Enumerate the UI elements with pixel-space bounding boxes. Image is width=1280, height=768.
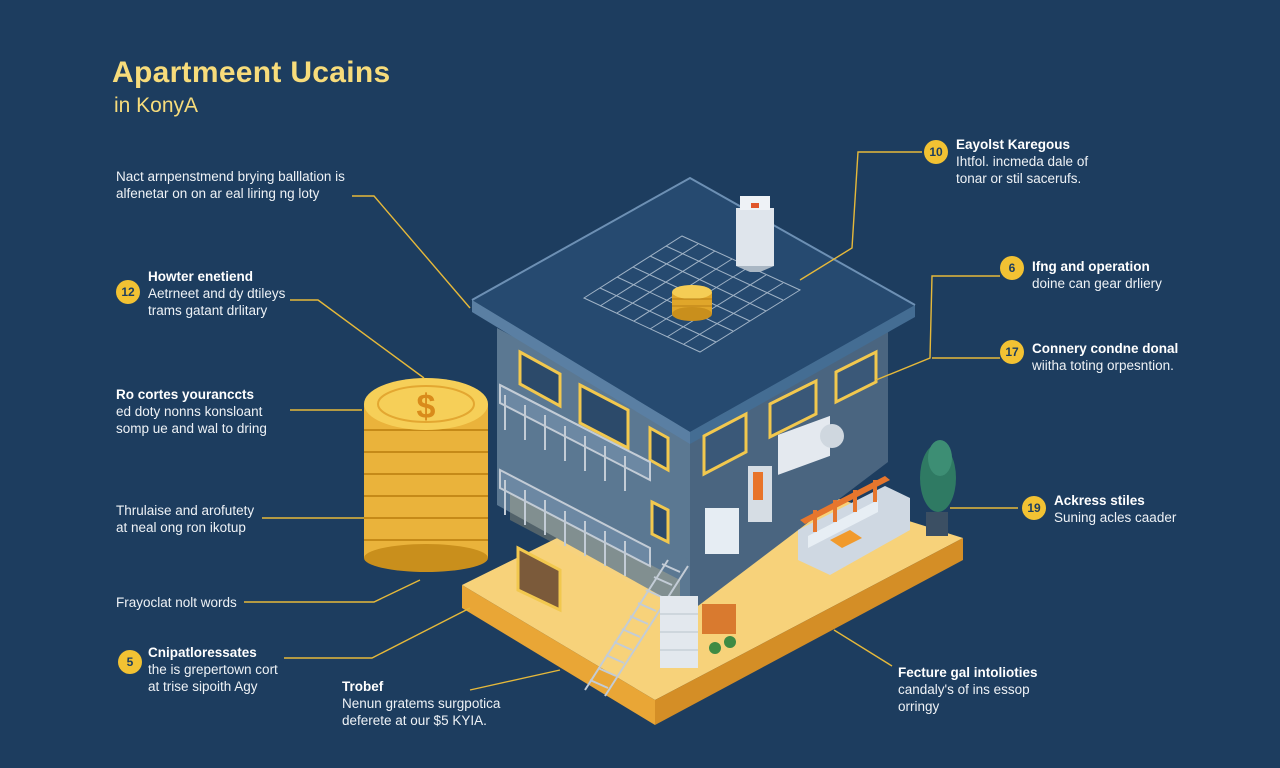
coin-stack-icon: $ (364, 378, 488, 572)
callout-line: alfenetar on on ar eal liring ng loty (116, 186, 320, 201)
callout-line: the is grepertown cort (148, 662, 278, 677)
callout-heading: Fecture gal intolioties (898, 665, 1038, 680)
callout-heading: Ackress stiles (1054, 493, 1145, 508)
badge-19: 19 (1022, 496, 1046, 520)
callout-right-1: Eayolst Karegous Ihtfol. incmeda dale of… (956, 136, 1088, 187)
callout-line: doine can gear drliery (1032, 276, 1162, 291)
callout-line: candaly's of ins essop (898, 682, 1030, 697)
callout-line: Aetrneet and dy dtileys (148, 286, 286, 301)
page-subtitle: in KonyA (114, 94, 199, 117)
callout-left-3: Ro cortes youranccts ed doty nonns konsl… (116, 386, 267, 437)
callout-line: wiitha toting orpesntion. (1032, 358, 1174, 373)
callout-line: ed doty nonns konsloant (116, 404, 263, 419)
callout-left-2: Howter enetiend Aetrneet and dy dtileys … (148, 268, 285, 319)
callout-heading: Trobef (342, 679, 384, 694)
callout-line: at neal ong ron ikotup (116, 520, 246, 535)
callout-line: Thrulaise and arofutety (116, 503, 255, 518)
windows-right (702, 349, 878, 477)
potted-tree-icon (920, 440, 956, 536)
callout-right-2: Ifng and operation doine can gear drlier… (1032, 258, 1162, 292)
balconies (499, 383, 651, 576)
sofa-icon (798, 476, 910, 575)
callout-right-3: Connery condne donal wiitha toting orpes… (1032, 340, 1178, 374)
callout-line: orringy (898, 699, 940, 714)
callout-line: at trise sipoith Agy (148, 679, 258, 694)
roof-coin-icon (672, 285, 712, 321)
callout-heading: Ro cortes youranccts (116, 387, 255, 402)
callout-heading: Cnipatloressates (148, 645, 257, 660)
dollar-sign-icon: $ (417, 388, 436, 426)
callout-heading: Eayolst Karegous (956, 137, 1071, 152)
callout-line: Frayoclat nolt words (116, 595, 237, 610)
callout-line: Nenun gratems surgpotica (342, 696, 501, 711)
callout-line: trams gatant drlitary (148, 303, 268, 318)
windows-left (516, 349, 670, 613)
badge-12: 12 (116, 280, 140, 304)
utility-room (705, 415, 844, 554)
storage-boxes (660, 596, 736, 668)
badge-6: 6 (1000, 256, 1024, 280)
badge-5: 5 (118, 650, 142, 674)
callout-right-5: Fecture gal intolioties candaly's of ins… (898, 664, 1038, 715)
page-title: Apartmeent Ucains (112, 56, 391, 89)
callout-right-4: Ackress stiles Suning acles caader (1054, 492, 1176, 526)
callout-left-7: Trobef Nenun gratems surgpotica deferete… (342, 678, 500, 729)
callout-line: Nact arnpenstmend brying balllation is (116, 169, 345, 184)
callout-heading: Ifng and operation (1032, 259, 1150, 274)
callout-left-1: Nact arnpenstmend brying balllation is a… (116, 168, 345, 202)
callout-heading: Connery condne donal (1032, 341, 1179, 356)
callout-left-6: Cnipatloressates the is grepertown cort … (148, 644, 278, 695)
badge-10: 10 (924, 140, 948, 164)
callout-line: somp ue and wal to dring (116, 421, 267, 436)
callout-line: deferete at our $5 KYIA. (342, 713, 487, 728)
callout-heading: Howter enetiend (148, 269, 254, 284)
callout-line: Suning acles caader (1054, 510, 1177, 525)
leader-lines (244, 151, 1018, 691)
callout-line: tonar or stil sacerufs. (956, 171, 1082, 186)
callout-left-5: Frayoclat nolt words (116, 594, 237, 611)
chimney-icon (736, 196, 774, 272)
callout-left-4: Thrulaise and arofutety at neal ong ron … (116, 502, 254, 536)
badge-17: 17 (1000, 340, 1024, 364)
callout-line: Ihtfol. incmeda dale of (956, 154, 1089, 169)
solar-grid-icon (582, 235, 802, 353)
